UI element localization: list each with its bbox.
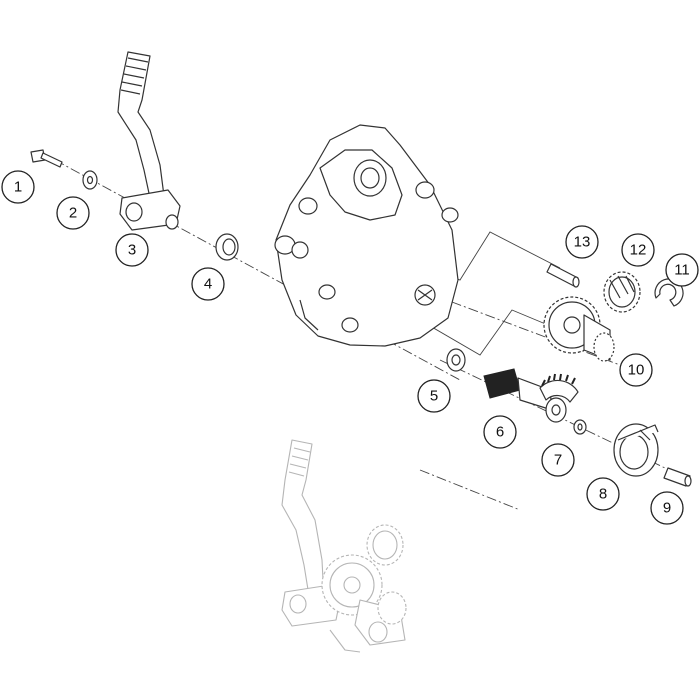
small-washer-part	[573, 419, 587, 435]
callout-10-label: 10	[628, 362, 645, 379]
callout-1-label: 1	[14, 179, 22, 196]
washer-large-part	[446, 348, 466, 372]
callout-5: 5	[417, 379, 451, 413]
callout-9: 9	[650, 491, 684, 525]
small-shaft-part	[546, 263, 580, 288]
callout-12-label: 12	[630, 242, 647, 259]
callout-8-label: 8	[599, 486, 607, 503]
callout-11: 11	[665, 253, 699, 287]
washer-part	[82, 170, 98, 190]
idler-gear-part	[543, 296, 615, 362]
callout-4: 4	[191, 267, 225, 301]
callout-12: 12	[621, 233, 655, 267]
callout-2: 2	[56, 196, 90, 230]
callout-4-label: 4	[204, 276, 212, 293]
bolt-part	[30, 149, 63, 168]
kick-start-lever-part	[117, 51, 181, 231]
assembled-view-ghost	[281, 439, 407, 653]
callout-13: 13	[565, 225, 599, 259]
kick-start-shaft-part	[483, 368, 579, 423]
callout-11-label: 11	[674, 262, 690, 279]
seal-ring-part	[215, 233, 239, 261]
callout-8: 8	[586, 477, 620, 511]
circlip-part	[654, 278, 684, 307]
callout-3-label: 3	[128, 242, 136, 259]
callout-9-label: 9	[663, 500, 671, 517]
callout-1: 1	[1, 170, 35, 204]
callout-13-label: 13	[574, 234, 591, 251]
pin-part	[663, 467, 692, 487]
gear-small-part	[603, 271, 641, 313]
callout-10: 10	[619, 353, 653, 387]
callout-5-label: 5	[430, 388, 438, 405]
callout-3: 3	[115, 233, 149, 267]
callout-7: 7	[541, 443, 575, 477]
callout-6-label: 6	[496, 424, 504, 441]
callout-7-label: 7	[554, 452, 562, 469]
callout-2-label: 2	[69, 205, 77, 222]
spring-part	[613, 423, 659, 477]
engine-cover-part	[274, 124, 459, 347]
callout-6: 6	[483, 415, 517, 449]
